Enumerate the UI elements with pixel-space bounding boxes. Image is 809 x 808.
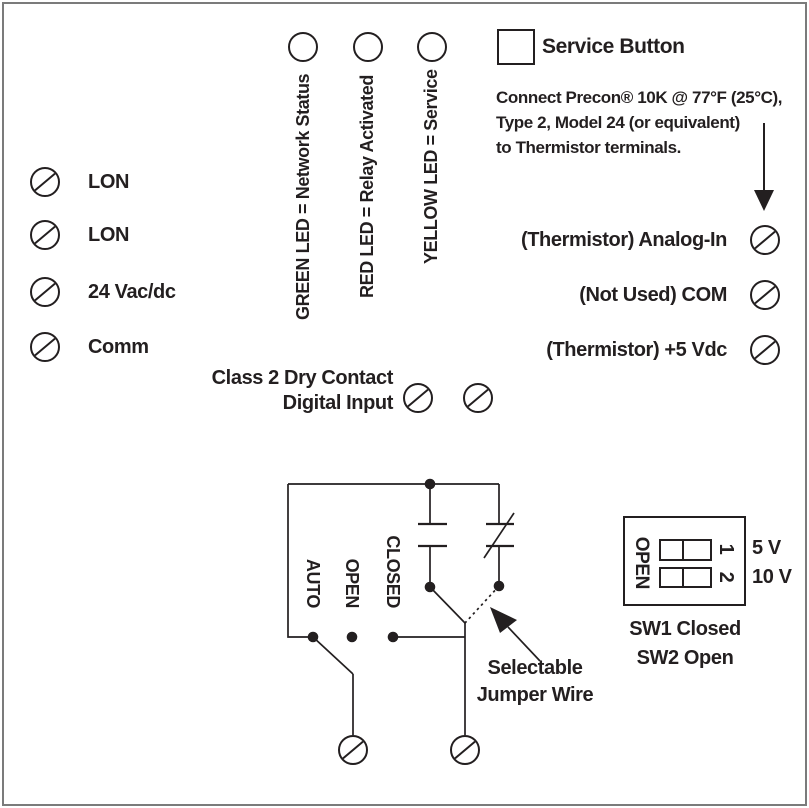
jumper-caption-line2: Jumper Wire — [476, 684, 594, 706]
digital-input-label: Class 2 Dry Contact Digital Input — [192, 366, 394, 416]
screw-terminal-icon — [450, 735, 480, 765]
service-button-label: Service Button — [542, 35, 685, 58]
service-button-icon — [497, 29, 535, 65]
screw-terminal-icon — [30, 220, 60, 250]
dip-switch-row-1 — [659, 539, 712, 561]
screw-terminal-icon — [338, 735, 368, 765]
red-led-icon — [353, 32, 383, 62]
voltage-label: 5 V — [752, 537, 781, 559]
terminal-label: (Thermistor) Analog-In — [520, 229, 727, 251]
dip-caption-line2: SW2 Open — [636, 647, 734, 669]
screw-terminal-icon — [463, 383, 493, 413]
dip-switch-slider — [661, 569, 684, 586]
dip-switch-row-2 — [659, 567, 712, 588]
dip-row-number: 2 — [715, 571, 737, 583]
screw-terminal-icon — [750, 335, 780, 365]
screw-terminal-icon — [750, 225, 780, 255]
switch-position-label: AUTO — [303, 558, 323, 608]
thermistor-note: Connect Precon® 10K @ 77°F (25°C), Type … — [496, 85, 782, 160]
screw-terminal-icon — [30, 277, 60, 307]
dip-caption: SW1 Closed SW2 Open — [617, 615, 753, 673]
jumper-caption-line1: Selectable — [487, 657, 583, 679]
switch-position-label: CLOSED — [383, 535, 403, 608]
dip-switch-box — [623, 516, 746, 606]
led-label: GREEN LED = Network Status — [293, 73, 313, 320]
screw-terminal-icon — [750, 280, 780, 310]
dip-caption-line1: SW1 Closed — [629, 618, 741, 640]
note-line: Type 2, Model 24 (or equivalent) — [496, 113, 740, 132]
yellow-led-icon — [417, 32, 447, 62]
note-line: to Thermistor terminals. — [496, 138, 681, 157]
voltage-label: 10 V — [752, 566, 792, 588]
screw-terminal-icon — [30, 332, 60, 362]
green-led-icon — [288, 32, 318, 62]
led-label: YELLOW LED = Service — [421, 69, 441, 264]
terminal-label: (Thermistor) +5 Vdc — [546, 339, 727, 361]
terminal-label: 24 Vac/dc — [88, 281, 176, 303]
screw-terminal-icon — [30, 167, 60, 197]
jumper-caption: Selectable Jumper Wire — [455, 655, 615, 709]
dip-switch-slider — [661, 541, 684, 559]
digital-input-line2: Digital Input — [282, 392, 394, 414]
switch-position-label: OPEN — [342, 558, 362, 608]
dip-open-label: OPEN — [631, 536, 652, 589]
terminal-label: (Not Used) COM — [579, 284, 727, 306]
digital-input-line1: Class 2 Dry Contact — [211, 367, 394, 389]
terminal-label: LON — [88, 171, 130, 193]
terminal-label: Comm — [88, 336, 149, 358]
terminal-label: LON — [88, 224, 130, 246]
screw-terminal-icon — [403, 383, 433, 413]
note-line: Connect Precon® 10K @ 77°F (25°C), — [496, 88, 783, 107]
led-label: RED LED = Relay Activated — [357, 75, 377, 298]
